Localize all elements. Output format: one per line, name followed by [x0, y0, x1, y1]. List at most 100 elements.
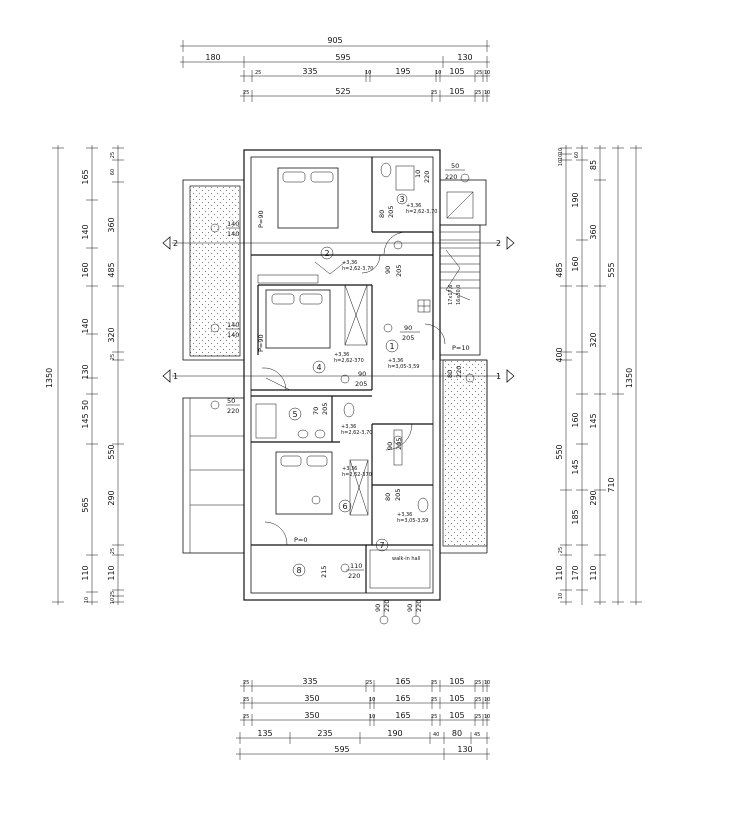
level-6-a: +3,36 [342, 466, 357, 472]
opening-top-right-h: 220 [445, 173, 457, 181]
dim-right-c1-1: 10 [558, 154, 564, 160]
opening-bottom1-h: 220 [383, 600, 391, 612]
level-4-b: h=2,62-370 [334, 358, 364, 364]
label-walk-in: walk-in hall [392, 556, 420, 562]
dim-right-c1-0: 10 [558, 148, 564, 154]
bed [275, 451, 333, 515]
section-label-2-left: 2 [173, 239, 178, 248]
dim-left-c2-8: 110 [81, 565, 90, 580]
opening-left-top-w: 140 [227, 220, 239, 228]
dim-right-c1-6: 110 [555, 565, 564, 580]
opening-right-low-w: 80 [446, 370, 454, 378]
opening-room6-w: 90 [386, 442, 394, 450]
room-number-6: 6 [342, 502, 347, 511]
dim-bot-r5-0: 595 [334, 745, 349, 754]
opening-bath7-w: 80 [384, 493, 392, 501]
dim-left-c2-5: 50 [81, 400, 90, 410]
dim-bot-r4-2: 190 [387, 729, 402, 738]
dim-left-c2-7: 565 [81, 497, 90, 512]
dim-top-r3-b: 335 [302, 67, 317, 76]
dim-left-c3-3: 485 [107, 262, 116, 277]
dim-bot-r3-7: 10 [484, 714, 490, 720]
dim-left-c2-1: 140 [81, 224, 90, 239]
opening-labels: 50 220 140 140 140 140 50 220 90 205 90 … [226, 162, 465, 612]
dim-right-c2-4: 145 [571, 459, 580, 474]
opening-hall-w: 90 [404, 324, 412, 332]
dim-left-c3-9: 110 [107, 565, 116, 580]
dim-bot-r1-1: 335 [302, 677, 317, 686]
dim-right-c3-4: 290 [589, 490, 598, 505]
dim-top-r2-b: 595 [335, 53, 350, 62]
dim-bot-r3-2: 10 [369, 714, 375, 720]
dim-left-c3-5: 25 [110, 354, 116, 360]
dim-bot-r1-4: 25 [431, 680, 437, 686]
opening-bottom1-w: 90 [374, 604, 382, 612]
section-arrow-icon [162, 236, 171, 250]
dim-bot-r3-3: 165 [395, 711, 410, 720]
dim-top-r2-c: 130 [457, 53, 472, 62]
level-1-a: +3,36 [388, 358, 403, 364]
opening-left-top-h: 140 [227, 230, 239, 238]
section-arrow-icon [506, 369, 515, 383]
dim-left-c3-6: 550 [107, 444, 116, 459]
top-dimensions: 905 180 595 130 25 335 10 195 10 105 25 … [180, 36, 490, 102]
label-stair-2: 16x30,0 [456, 285, 462, 305]
toilet [380, 162, 392, 178]
dim-right-c1-2: 10 [558, 160, 564, 166]
section-arrow-icon [162, 369, 171, 383]
terrace-left [189, 185, 241, 357]
dim-bot-r4-1: 235 [317, 729, 332, 738]
dim-top-r3-c: 10 [365, 70, 371, 76]
opening-bath7-h: 205 [394, 489, 402, 501]
dim-bot-r1-7: 10 [484, 680, 490, 686]
dim-right-c4-0: 555 [607, 262, 616, 277]
dim-bot-r5-1: 130 [457, 745, 472, 754]
opening-bottom2-h: 220 [415, 600, 423, 612]
dim-right-c2-6: 170 [571, 565, 580, 580]
opening-bath5-h: 205 [321, 403, 329, 415]
label-p90-mid: P=90 [257, 334, 265, 352]
section-label-2-right: 2 [496, 239, 501, 248]
dim-right-c3-1: 360 [589, 224, 598, 239]
dim-bot-r2-2: 10 [369, 697, 375, 703]
room-number-7: 7 [379, 541, 384, 550]
dim-bot-r2-4: 25 [431, 697, 437, 703]
dim-bot-r1-2: 25 [366, 680, 372, 686]
dim-right-c3-3: 145 [589, 413, 598, 428]
bottom-dimensions: 25 335 25 165 25 105 25 10 25 350 10 165… [236, 677, 490, 760]
dim-right-c2-1: 190 [571, 192, 580, 207]
dim-left-c2-9: 10 [84, 597, 90, 603]
dim-left-c3-1: 60 [110, 169, 116, 175]
dim-left-c2-3: 140 [81, 318, 90, 333]
toilet [417, 497, 429, 513]
bed [265, 289, 331, 349]
dim-left-total: 1350 [45, 368, 54, 388]
label-stair-1: 17x17,6 [448, 285, 454, 305]
dim-right-c1-5: 550 [555, 444, 564, 459]
section-label-1-left: 1 [173, 372, 178, 381]
misc-labels: P=90 P=90 P=0 P=10 walk-in hall 17x17,6 … [257, 203, 470, 562]
level-2-a: +3,36 [342, 260, 357, 266]
section-arrow-icon [506, 236, 515, 250]
dim-left-c3-10: 25 [110, 591, 116, 597]
dim-right-c2-0: 60 [574, 152, 580, 158]
dim-top-r3-f: 105 [449, 67, 464, 76]
dim-top-r4-b: 525 [335, 87, 350, 96]
dim-left-c2-6: 145 [81, 413, 90, 428]
level-2-b: h=2,62-3,70 [342, 266, 373, 272]
dim-bot-r3-5: 105 [449, 711, 464, 720]
dim-top-r3-d: 195 [395, 67, 410, 76]
level-7-a: +3,36 [397, 512, 412, 518]
dim-bot-r3-4: 25 [431, 714, 437, 720]
opening-bath3-w: 80 [378, 210, 386, 218]
dim-bot-r1-3: 165 [395, 677, 410, 686]
dim-top-r4-e: 25 [475, 90, 481, 96]
dim-bot-r2-7: 10 [484, 697, 490, 703]
opening-left-mid-w: 140 [227, 321, 239, 329]
dim-top-r3-a: 25 [255, 70, 261, 76]
dim-bot-r2-0: 25 [243, 697, 249, 703]
dim-right-c3-0: 85 [589, 160, 598, 170]
opening-top-small-w: 10 [414, 170, 422, 178]
level-3-a: +3,36 [406, 203, 421, 209]
